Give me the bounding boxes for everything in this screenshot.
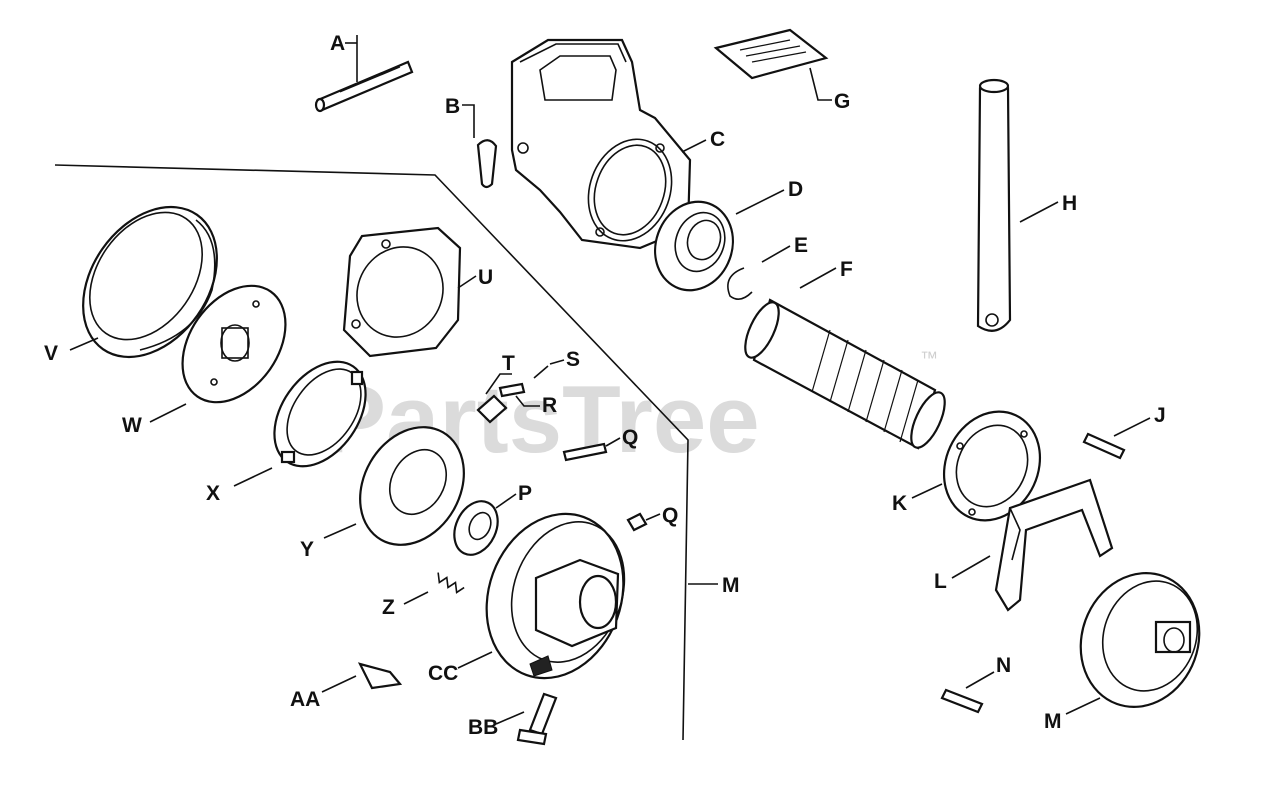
label-e: E [794, 234, 808, 257]
label-g: G [834, 90, 850, 113]
label-l: L [934, 570, 947, 593]
part-p-bearing [453, 500, 499, 556]
label-p: P [518, 482, 532, 505]
label-z: Z [382, 596, 395, 619]
label-m-right: M [1044, 710, 1062, 733]
part-a-pin [314, 60, 414, 113]
label-f: F [840, 258, 853, 281]
label-r: R [542, 394, 557, 417]
label-a: A [330, 32, 345, 55]
part-e-snap-ring [727, 267, 753, 300]
label-q-lower: Q [662, 504, 678, 527]
part-n-pin [940, 688, 984, 714]
part-b-key [476, 139, 498, 189]
part-u-bearing-housing [342, 226, 462, 358]
part-h-shift-lever [976, 78, 1012, 332]
part-f-shaft [744, 298, 946, 450]
group-boundary-line [54, 164, 689, 741]
part-m-right-clutch-drum [1079, 571, 1201, 709]
part-q-lower-nut [626, 512, 648, 532]
label-cc: CC [428, 662, 458, 685]
label-w: W [122, 414, 142, 437]
part-r-bolt [498, 382, 526, 398]
label-j: J [1154, 404, 1166, 427]
part-s-pin [533, 365, 549, 379]
label-s: S [566, 348, 580, 371]
part-d-bearing [654, 200, 734, 292]
part-x-band-ring [273, 360, 367, 468]
part-g-nameplate [713, 28, 829, 80]
label-x: X [206, 482, 220, 505]
part-c-housing [510, 38, 692, 250]
part-aa-bracket [357, 662, 403, 690]
label-c: C [710, 128, 725, 151]
label-n: N [996, 654, 1011, 677]
part-v-drum [82, 205, 218, 359]
label-q-upper: Q [622, 426, 638, 449]
part-k-gasket [942, 410, 1042, 522]
watermark-trademark: ™ [920, 348, 938, 368]
part-z-spring [437, 572, 465, 594]
part-w-hub-plate [181, 284, 287, 404]
part-j-pin [1082, 432, 1126, 460]
label-b: B [445, 95, 460, 118]
label-k: K [892, 492, 907, 515]
label-aa: AA [290, 688, 320, 711]
label-y: Y [300, 538, 314, 561]
part-q-upper-pin [562, 442, 608, 462]
part-bb-bolt [516, 692, 558, 746]
label-t: T [502, 352, 515, 375]
label-v: V [44, 342, 58, 365]
label-bb: BB [468, 716, 498, 739]
part-y-plate [359, 426, 465, 546]
label-d: D [788, 178, 803, 201]
part-t-link [476, 394, 508, 424]
part-l-shift-fork [994, 478, 1114, 612]
label-h: H [1062, 192, 1077, 215]
label-u: U [478, 266, 493, 289]
label-m-center: M [722, 574, 740, 597]
part-cc-clutch [485, 512, 626, 680]
